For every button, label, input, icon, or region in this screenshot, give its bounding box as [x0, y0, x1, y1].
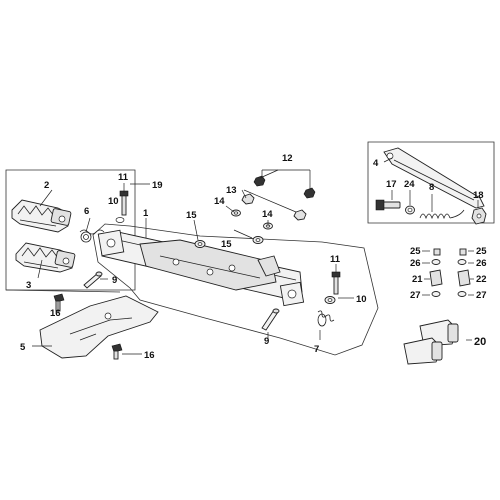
- skid-plate: [39, 295, 159, 359]
- bolt-11-right: [331, 271, 341, 295]
- callout-6: 6: [84, 206, 89, 217]
- washer-15-left: [194, 240, 206, 248]
- callout-14-right: 14: [262, 209, 273, 220]
- washer-15-right: [252, 236, 264, 244]
- box-divider-line: [5, 289, 121, 293]
- leader-lines: [32, 157, 479, 355]
- side-stand-4: [383, 147, 485, 209]
- callout-21: 21: [412, 274, 423, 285]
- callout-3: 3: [26, 280, 31, 291]
- washer-14-left: [231, 209, 241, 217]
- washer-26-right: [457, 259, 467, 265]
- callout-25-left: 25: [410, 246, 421, 257]
- nut-12-right: [303, 187, 316, 199]
- callout-11-left: 11: [118, 172, 129, 183]
- callout-10-left: 10: [108, 196, 119, 207]
- label-dashes: [422, 250, 474, 296]
- callout-17: 17: [386, 179, 397, 190]
- callout-12: 12: [282, 153, 293, 164]
- callout-2: 2: [44, 180, 49, 191]
- bolt-16-lower: [111, 343, 123, 360]
- callout-11-right: 11: [330, 254, 341, 265]
- callout-15-right: 15: [221, 239, 232, 250]
- washer-24: [405, 205, 415, 215]
- nut-27-right: [457, 291, 467, 297]
- callout-22: 22: [476, 274, 487, 285]
- stand-group-box: [367, 141, 495, 224]
- callout-15-left: 15: [186, 210, 197, 221]
- pin-9-left: [83, 271, 103, 289]
- callout-14-left: 14: [214, 196, 225, 207]
- nut-13-left: [241, 193, 255, 205]
- callout-4: 4: [373, 158, 379, 169]
- washer-26-left: [431, 259, 441, 265]
- callout-1: 1: [143, 208, 149, 219]
- footrest-group-box: [5, 169, 136, 291]
- footrest-lower: [15, 242, 76, 273]
- main-stand-bar: [97, 229, 305, 307]
- main-assembly-outline: [92, 223, 379, 356]
- nut-27-left: [431, 291, 441, 297]
- nut-12-left: [253, 175, 266, 187]
- washer-10-right: [324, 296, 336, 304]
- bracket-22: [457, 269, 471, 287]
- pin-9-right: [261, 308, 280, 331]
- bracket-21: [429, 269, 443, 287]
- callout-9-right: 9: [264, 336, 269, 347]
- callout-16-upper: 16: [50, 308, 61, 319]
- footrest-upper: [11, 199, 72, 233]
- callout-19: 19: [152, 180, 163, 191]
- callout-26-left: 26: [410, 258, 421, 269]
- callout-20: 20: [474, 336, 486, 348]
- callout-27-left: 27: [410, 290, 421, 301]
- callout-18: 18: [473, 190, 484, 201]
- spring-7: [317, 310, 335, 327]
- callout-13: 13: [226, 185, 237, 196]
- callout-25-right: 25: [476, 246, 487, 257]
- callout-16-lower: 16: [144, 350, 155, 361]
- callout-8: 8: [429, 182, 434, 193]
- bulb-20-lower: [403, 337, 443, 365]
- nut-13-right: [293, 209, 307, 221]
- screw-25-right: [459, 248, 467, 256]
- callout-9-left: 9: [112, 275, 117, 286]
- callout-24: 24: [404, 179, 415, 190]
- screw-25-left: [433, 248, 441, 256]
- bolt-17: [375, 199, 401, 211]
- callout-10-right: 10: [356, 294, 367, 305]
- callout-7: 7: [314, 344, 319, 355]
- spring-8: [419, 209, 465, 220]
- callout-5: 5: [20, 342, 26, 353]
- callout-27-right: 27: [476, 290, 487, 301]
- nut-18: [471, 207, 487, 225]
- bolt-11-left: [115, 190, 129, 223]
- callout-26-right: 26: [476, 258, 487, 269]
